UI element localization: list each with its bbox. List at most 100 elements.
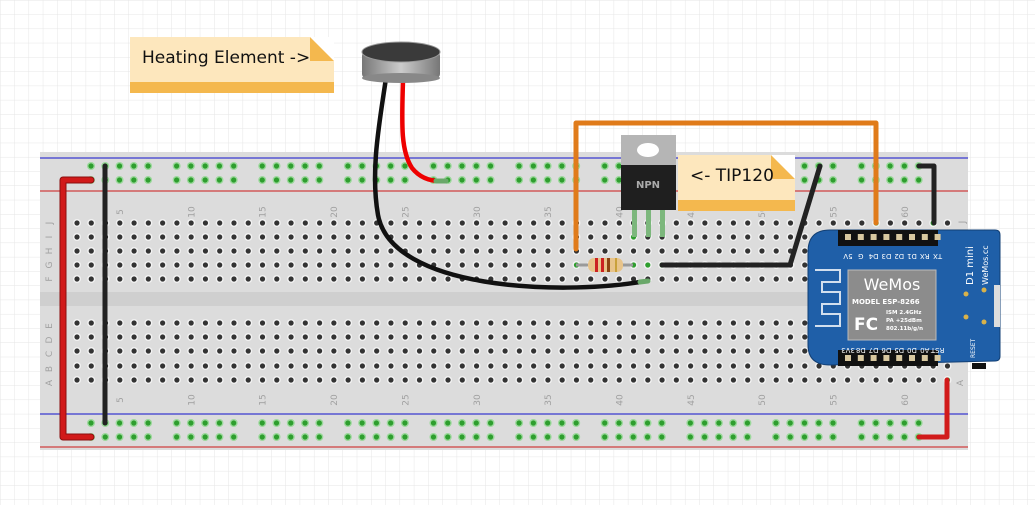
wemos-pin-bottom[interactable] bbox=[845, 355, 851, 361]
breadboard-hole-center bbox=[502, 334, 508, 340]
breadboard-hole-center bbox=[573, 348, 580, 354]
wemos-pin-top[interactable] bbox=[909, 234, 915, 240]
breadboard-hole-center bbox=[145, 377, 151, 383]
wemos-pin-top[interactable] bbox=[845, 234, 851, 240]
column-number: 5 bbox=[116, 209, 126, 215]
breadboard-hole-center bbox=[473, 363, 480, 369]
column-number: 60 bbox=[901, 206, 911, 218]
breadboard-hole-center bbox=[231, 262, 237, 268]
breadboard-hole-center bbox=[516, 320, 522, 326]
column-number: 45 bbox=[687, 206, 697, 217]
breadboard-hole-center bbox=[160, 363, 166, 369]
power-rail-hole-center bbox=[430, 420, 437, 426]
breadboard-hole-center bbox=[316, 248, 323, 254]
power-rail-hole-center bbox=[887, 434, 893, 440]
breadboard-hole-center bbox=[217, 262, 223, 268]
wemos-pin-bottom[interactable] bbox=[857, 355, 864, 361]
breadboard-hole-center bbox=[302, 334, 308, 340]
power-rail-hole-center bbox=[616, 163, 622, 169]
buzzer-lead-black[interactable] bbox=[372, 75, 643, 290]
power-rail-hole-center bbox=[288, 420, 294, 426]
power-rail-hole-center bbox=[901, 163, 907, 169]
breadboard-hole-center bbox=[359, 262, 365, 268]
breadboard-hole-center bbox=[145, 320, 151, 326]
breadboard-hole-center bbox=[74, 220, 80, 226]
breadboard-hole-center bbox=[388, 334, 394, 340]
breadboard-hole-center bbox=[745, 334, 751, 340]
breadboard-hole-center bbox=[645, 363, 651, 369]
power-rail-hole-center bbox=[887, 177, 893, 183]
breadboard-hole-center bbox=[516, 363, 522, 369]
breadboard-hole-center bbox=[645, 377, 651, 383]
wemos-pin-bottom[interactable] bbox=[934, 355, 941, 361]
breadboard-hole-center bbox=[145, 248, 151, 254]
breadboard-hole-center bbox=[74, 377, 80, 383]
wemos-pin-top[interactable] bbox=[857, 234, 864, 240]
heating-element[interactable] bbox=[361, 41, 441, 83]
row-label: G bbox=[45, 261, 55, 268]
breadboard-hole-center bbox=[716, 248, 722, 254]
breadboard-hole-center bbox=[259, 262, 266, 268]
wemos-pin-bottom[interactable] bbox=[896, 355, 903, 361]
wires bbox=[59, 75, 950, 441]
note-tip120[interactable]: <- TIP120 bbox=[678, 155, 795, 211]
breadboard-hole-center bbox=[345, 348, 351, 354]
breadboard-hole-center bbox=[545, 220, 551, 226]
breadboard-hole-center bbox=[773, 363, 779, 369]
breadboard-hole-center bbox=[359, 248, 365, 254]
breadboard-hole-center bbox=[131, 234, 137, 240]
power-rail-hole-center bbox=[345, 163, 351, 169]
tip120-transistor[interactable]: NPN bbox=[621, 135, 676, 237]
wemos-pin-label: RX bbox=[920, 252, 930, 260]
breadboard-hole-center bbox=[516, 262, 522, 268]
breadboard-hole-center bbox=[459, 320, 465, 326]
power-rail-hole-center bbox=[174, 434, 180, 440]
breadboard-hole-center bbox=[531, 363, 537, 369]
power-rail-hole-center bbox=[687, 434, 693, 440]
power-rail-hole-center bbox=[302, 177, 308, 183]
wemos-pin-bottom[interactable] bbox=[909, 355, 915, 361]
power-rail-hole-center bbox=[445, 434, 451, 440]
wire-black-right-top[interactable] bbox=[916, 163, 937, 226]
wemos-pin-top[interactable] bbox=[870, 234, 877, 240]
breadboard-hole-center bbox=[745, 348, 751, 354]
breadboard-hole-center bbox=[188, 248, 194, 254]
row-label: B bbox=[45, 366, 55, 372]
note-heating-element[interactable]: Heating Element -> bbox=[130, 37, 334, 93]
breadboard-hole-center bbox=[502, 377, 508, 383]
buzzer-lead-red[interactable] bbox=[399, 77, 443, 184]
wemos-pin-top[interactable] bbox=[896, 234, 903, 240]
breadboard-hole-center bbox=[759, 320, 765, 326]
wemos-pin-top[interactable] bbox=[883, 234, 890, 240]
power-rail-hole-center bbox=[145, 177, 151, 183]
wemos-pin-bottom[interactable] bbox=[870, 355, 877, 361]
breadboard-hole-center bbox=[274, 234, 280, 240]
wemos-pin-top[interactable] bbox=[934, 234, 941, 240]
wemos-pin-top[interactable] bbox=[921, 234, 928, 240]
wire-red-right-bottom[interactable] bbox=[916, 377, 950, 440]
breadboard-hole-center bbox=[531, 262, 537, 268]
breadboard-hole-center bbox=[516, 276, 522, 282]
breadboard-hole-center bbox=[217, 348, 223, 354]
breadboard-hole-center bbox=[559, 276, 565, 282]
wemos-pin-bottom[interactable] bbox=[883, 355, 890, 361]
power-rail-hole-center bbox=[316, 434, 322, 440]
resistor[interactable] bbox=[576, 258, 633, 272]
wire-black-transistor[interactable] bbox=[659, 163, 823, 268]
wire-orange[interactable] bbox=[573, 120, 879, 252]
wemos-pin-bottom[interactable] bbox=[921, 355, 928, 361]
breadboard-hole-center bbox=[488, 377, 494, 383]
reset-button[interactable] bbox=[972, 363, 986, 369]
breadboard-hole-center bbox=[645, 348, 651, 354]
power-rail-hole-center bbox=[787, 434, 793, 440]
power-rail-hole-center bbox=[716, 420, 722, 426]
power-rail-hole-center bbox=[887, 163, 893, 169]
breadboard-hole-center bbox=[131, 220, 137, 226]
breadboard-hole-center bbox=[174, 248, 180, 254]
breadboard-hole-center bbox=[730, 348, 737, 354]
power-rail-hole-center bbox=[145, 163, 151, 169]
breadboard-hole-center bbox=[274, 334, 280, 340]
power-rail-hole-center bbox=[131, 177, 137, 183]
power-rail-hole-center bbox=[659, 434, 665, 440]
